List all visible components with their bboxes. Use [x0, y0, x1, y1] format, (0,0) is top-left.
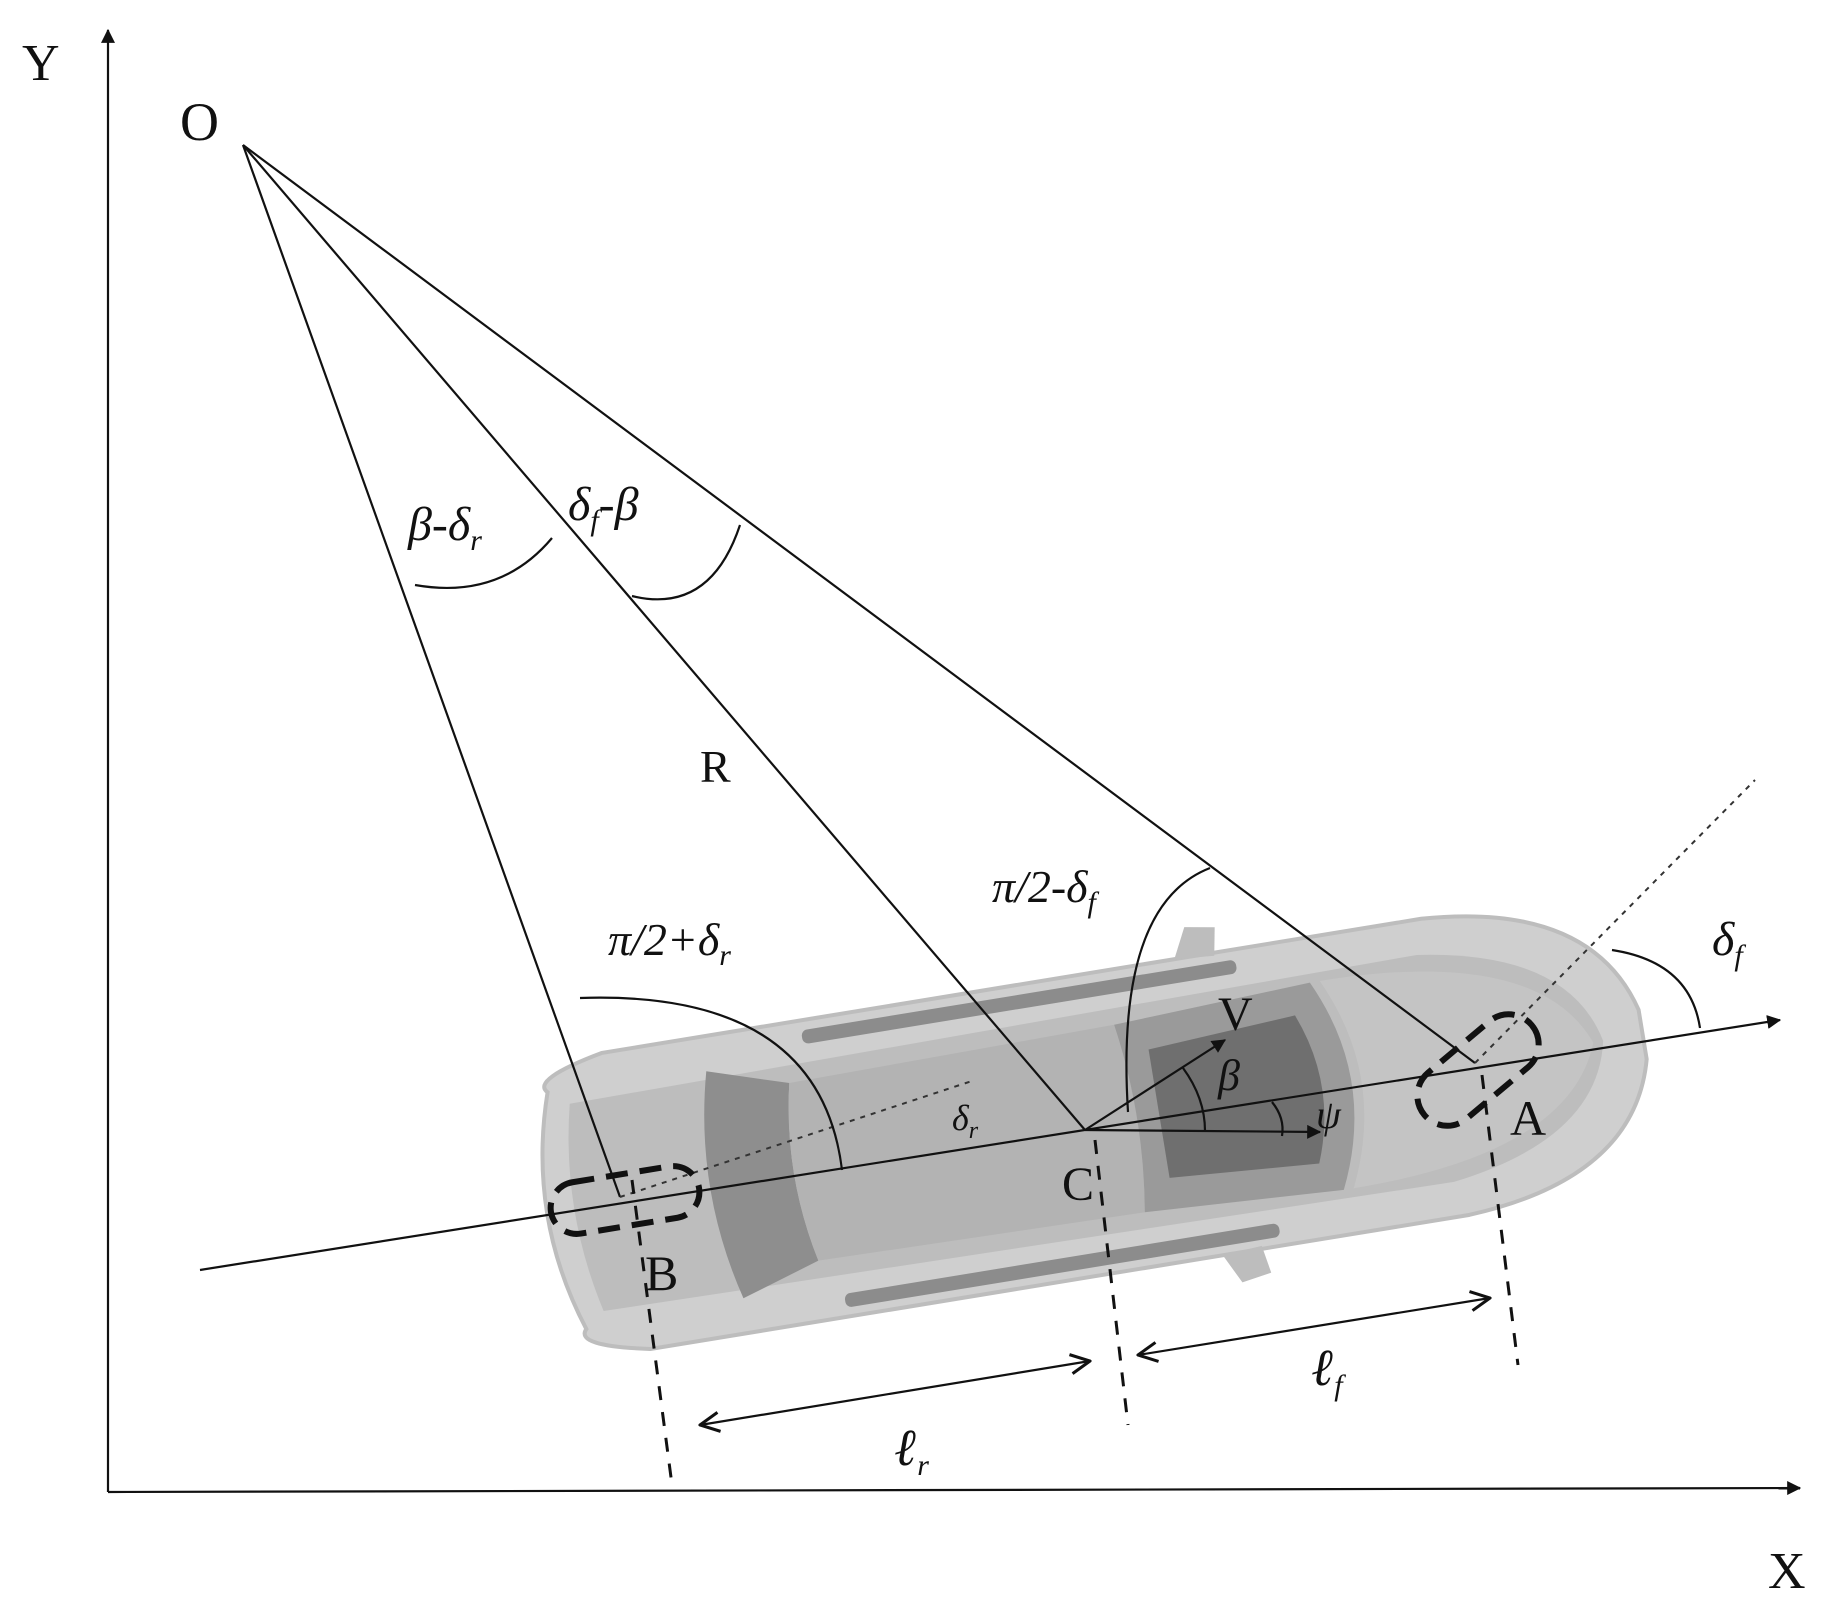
angle-label-psi: ψ: [1316, 1092, 1342, 1137]
line-o-to-c: [242, 144, 1086, 1131]
angle-label-delta-r: δr: [952, 1098, 979, 1144]
arc-pi2-plus-delta-r: [579, 996, 844, 1171]
angle-label-beta: β: [1217, 1051, 1240, 1100]
rear-wheel-b: [547, 1163, 703, 1237]
point-o-label: O: [180, 92, 219, 152]
car-roof: [788, 1024, 1145, 1261]
point-c-label: C: [1062, 1158, 1094, 1211]
velocity-vector-v: [1084, 1039, 1226, 1131]
arc-beta-minus-delta-r: [414, 537, 553, 589]
x-axis: [107, 1481, 1802, 1496]
arc-delta-f-minus-beta: [631, 524, 742, 601]
point-r-label: R: [700, 741, 731, 792]
car-mirror-left: [1174, 927, 1215, 960]
front-wheel-a: [1414, 1011, 1542, 1129]
angle-label-delta-f: δf: [1712, 913, 1746, 972]
car-rear-window: [704, 1071, 819, 1299]
point-a-label: A: [1510, 1090, 1546, 1146]
length-label-l-r: ℓr: [895, 1420, 929, 1482]
arc-psi: [1271, 1101, 1284, 1137]
perp-marker-a: [1480, 1074, 1520, 1366]
arc-pi2-minus-delta-f: [1125, 866, 1211, 1113]
car-mirror-right: [1222, 1245, 1272, 1283]
perp-marker-c: [1093, 1139, 1130, 1426]
car-dashboard: [1148, 1015, 1325, 1178]
arc-delta-f: [1611, 948, 1702, 1029]
front-wheel-direction-line: [1474, 779, 1756, 1064]
arc-beta: [1182, 1067, 1207, 1132]
angle-label-delta-f-minus-beta: δf-β: [568, 478, 639, 537]
car-illustration: [540, 914, 1649, 1351]
length-arrow-l-f: [1138, 1298, 1490, 1355]
length-label-l-f: ℓf: [1312, 1340, 1346, 1402]
line-o-to-a: [242, 144, 1476, 1064]
rear-wheel-direction-line: [619, 1079, 976, 1198]
vehicle-longitudinal-axis: [199, 1015, 1782, 1272]
point-v-label: V: [1218, 988, 1253, 1041]
car-side-trim-bottom: [844, 1223, 1280, 1307]
car-side-trim-top: [801, 960, 1237, 1044]
car-hood: [1319, 971, 1594, 1189]
x-axis-label: X: [1768, 1543, 1806, 1600]
point-b-label: B: [645, 1245, 678, 1301]
y-axis-label: Y: [22, 35, 60, 92]
line-o-to-b: [241, 144, 622, 1198]
heading-reference-line: [1084, 1124, 1322, 1139]
angle-label-beta-minus-delta-r: β-δr: [407, 498, 482, 557]
length-arrow-l-r: [700, 1361, 1090, 1425]
angle-label-pi2-minus-delta-f: π/2-δf: [992, 861, 1100, 919]
angle-label-pi2-plus-delta-r: π/2+δr: [608, 914, 731, 972]
